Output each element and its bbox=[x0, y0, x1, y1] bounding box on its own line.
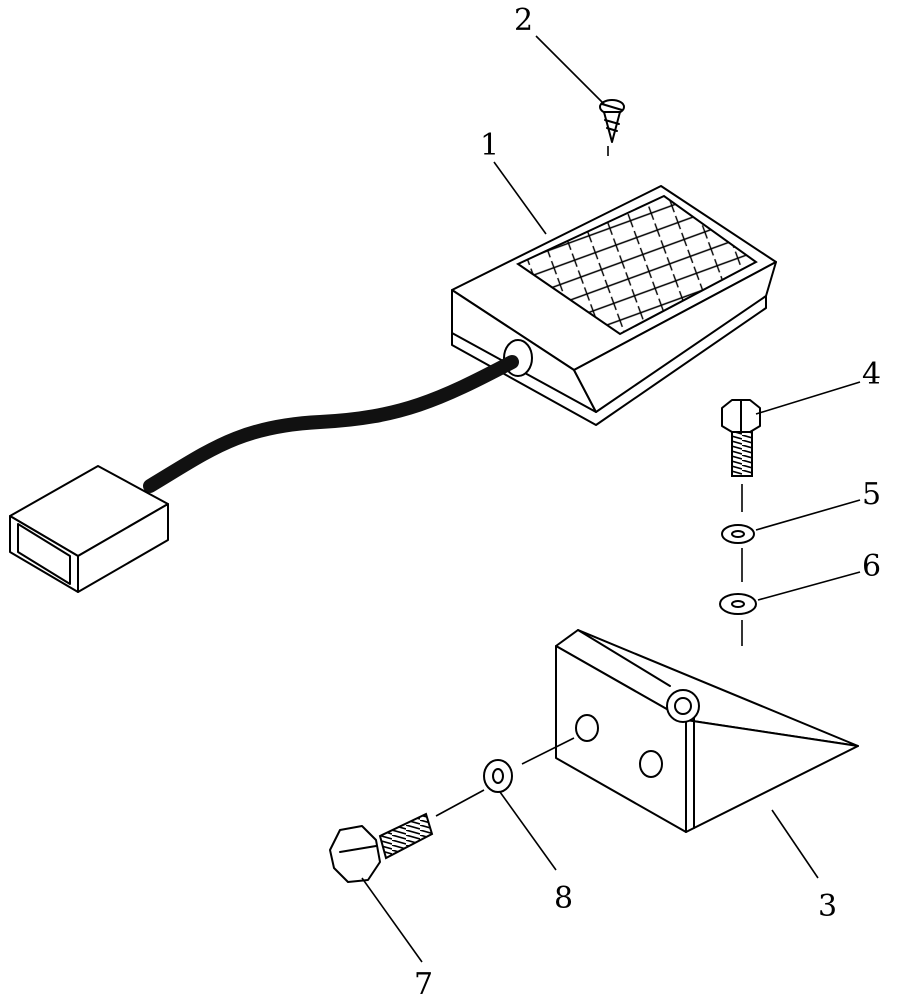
part-label-2: 2 bbox=[514, 3, 605, 105]
svg-text:5: 5 bbox=[862, 477, 881, 512]
lock-washer-icon bbox=[721, 524, 755, 582]
part-label-3: 3 bbox=[771, 809, 837, 924]
foot-pedal-switch-icon bbox=[451, 185, 777, 426]
pedal-cable bbox=[143, 355, 519, 493]
part-label-5: 5 bbox=[755, 477, 881, 531]
hex-bolt-icon bbox=[329, 789, 485, 883]
flat-washer-icon bbox=[719, 593, 757, 646]
cable-connector-icon bbox=[9, 465, 169, 593]
svg-text:3: 3 bbox=[818, 889, 837, 924]
part-label-4: 4 bbox=[755, 357, 881, 415]
part-label-1: 1 bbox=[480, 128, 547, 235]
svg-text:2: 2 bbox=[514, 3, 533, 38]
part-label-6: 6 bbox=[757, 549, 881, 601]
part-label-7: 7 bbox=[361, 877, 433, 1000]
svg-text:1: 1 bbox=[480, 128, 499, 163]
wedge-bracket-icon bbox=[555, 629, 859, 833]
svg-text:6: 6 bbox=[862, 549, 881, 584]
svg-text:7: 7 bbox=[414, 967, 433, 1000]
part-label-8: 8 bbox=[499, 791, 573, 916]
svg-text:8: 8 bbox=[554, 881, 573, 916]
svg-text:4: 4 bbox=[862, 357, 881, 392]
wood-screw-icon bbox=[599, 99, 625, 156]
flat-washer-icon bbox=[483, 737, 575, 793]
hex-bolt-icon bbox=[721, 399, 761, 512]
